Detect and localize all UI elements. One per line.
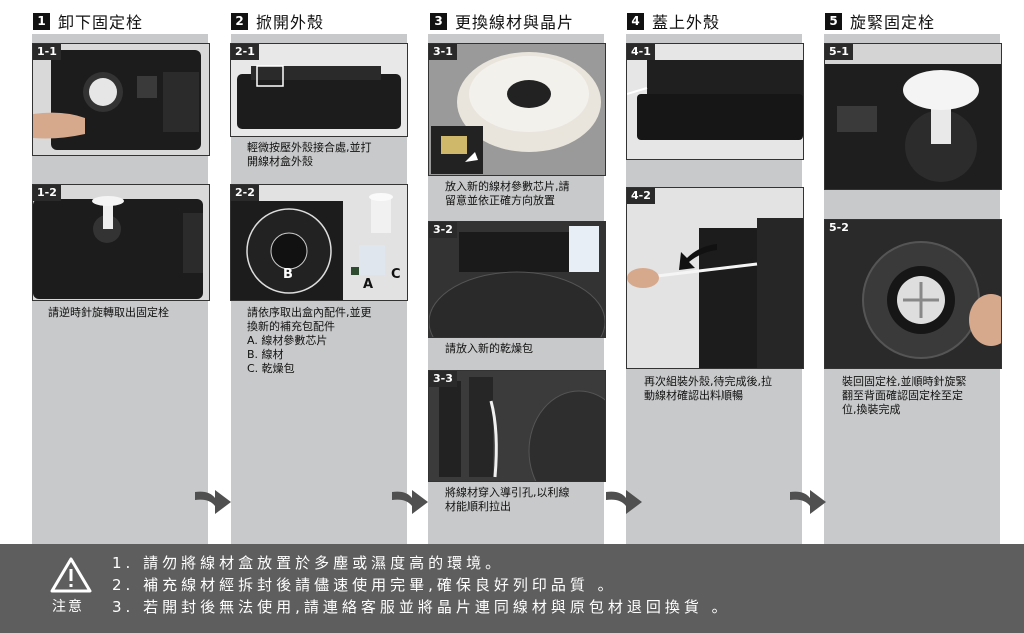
caption-3-3: 將線材穿入導引孔,以利線 材能順利拉出 [445, 486, 570, 513]
notice-label: 注意 [52, 599, 84, 615]
photo-tag: 2-1 [231, 44, 259, 60]
photo-4-1: 4-1 [626, 43, 804, 160]
step-number: 4 [627, 12, 644, 30]
photo-2-2: 2-2 B A C [230, 184, 408, 301]
cartridge-illustration [627, 218, 803, 368]
photo-tag: 3-2 [429, 222, 457, 238]
desiccant-illustration [429, 222, 605, 337]
caption-2-2: 請依序取出盒內配件,並更 換新的補充包配件 A. 線材參數芯片 B. 線材 C.… [247, 306, 372, 375]
photo-1-2: 1-2 [32, 184, 210, 301]
spool-illustration [231, 193, 393, 300]
step-title: 卸下固定栓 [58, 13, 144, 32]
label-b: B [283, 267, 293, 282]
photo-tag: 3-3 [429, 371, 457, 387]
warning-icon [50, 557, 92, 593]
photo-3-1: 3-1 [428, 43, 606, 176]
cartridge-illustration [237, 65, 401, 129]
photo-tag: 5-1 [825, 44, 853, 60]
step-title: 蓋上外殼 [652, 13, 721, 32]
caption-2-1: 輕微按壓外殼接合處,並打 開線材盒外殼 [247, 141, 372, 168]
step-number: 3 [430, 12, 447, 30]
photo-2-1: 2-1 [230, 43, 408, 137]
photo-3-3: 3-3 [428, 370, 606, 482]
filament-illustration [429, 371, 605, 481]
photo-tag: 1-2 [33, 185, 61, 201]
caption-5-2: 裝回固定栓,並順時針旋緊 翻至背面確認固定栓至定 位,換裝完成 [842, 375, 967, 416]
step-title: 更換線材與晶片 [455, 13, 575, 32]
step-title: 掀開外殼 [256, 13, 325, 32]
notice-bar [0, 544, 1024, 633]
cartridge-illustration [33, 196, 203, 299]
step-header-3: 3 更換線材與晶片 [430, 9, 574, 33]
cartridge-illustration [862, 241, 1001, 359]
cartridge-illustration [825, 64, 1001, 189]
caption-4-2: 再次組裝外殼,待完成後,拉 動線材確認出料順暢 [644, 375, 772, 402]
photo-1-1: 1-1 [32, 43, 210, 156]
next-step-arrow-icon [790, 490, 826, 514]
notice-line-3: 3. 若開封後無法使用,請連絡客服並將晶片連同線材與原包材退回換貨 。 [112, 598, 731, 616]
caption-1-2: 請逆時針旋轉取出固定栓 [48, 306, 169, 319]
photo-4-2: 4-2 [626, 187, 804, 369]
photo-tag: 4-1 [627, 44, 655, 60]
label-c: C [391, 267, 401, 282]
step-header-1: 1 卸下固定栓 [33, 9, 143, 33]
next-step-arrow-icon [392, 490, 428, 514]
spool-illustration [431, 52, 601, 174]
next-step-arrow-icon [195, 490, 231, 514]
step-title: 旋緊固定栓 [850, 13, 936, 32]
photo-tag: 1-1 [33, 44, 61, 60]
photo-3-2: 3-2 [428, 221, 606, 338]
cartridge-illustration [627, 60, 803, 140]
step-number: 2 [231, 12, 248, 30]
photo-tag: 5-2 [825, 220, 853, 236]
photo-5-2: 5-2 [824, 219, 1002, 369]
step-header-2: 2 掀開外殼 [231, 9, 324, 33]
notice-line-2: 2. 補充線材經拆封後請儘速使用完畢,確保良好列印品質 。 [112, 576, 617, 594]
label-a: A [363, 277, 374, 292]
caption-3-2: 請放入新的乾燥包 [445, 342, 533, 355]
photo-tag: 3-1 [429, 44, 457, 60]
photo-5-1: 5-1 [824, 43, 1002, 190]
notice-line-1: 1. 請勿將線材盒放置於多塵或濕度高的環境。 [112, 554, 505, 572]
photo-tag: 2-2 [231, 185, 259, 201]
step-header-5: 5 旋緊固定栓 [825, 9, 935, 33]
next-step-arrow-icon [606, 490, 642, 514]
cartridge-illustration [33, 50, 201, 150]
step-header-4: 4 蓋上外殼 [627, 9, 720, 33]
caption-3-1: 放入新的線材參數芯片,請 留意並依正確方向放置 [445, 180, 570, 207]
step-number: 5 [825, 12, 842, 30]
photo-tag: 4-2 [627, 188, 655, 204]
step-number: 1 [33, 12, 50, 30]
